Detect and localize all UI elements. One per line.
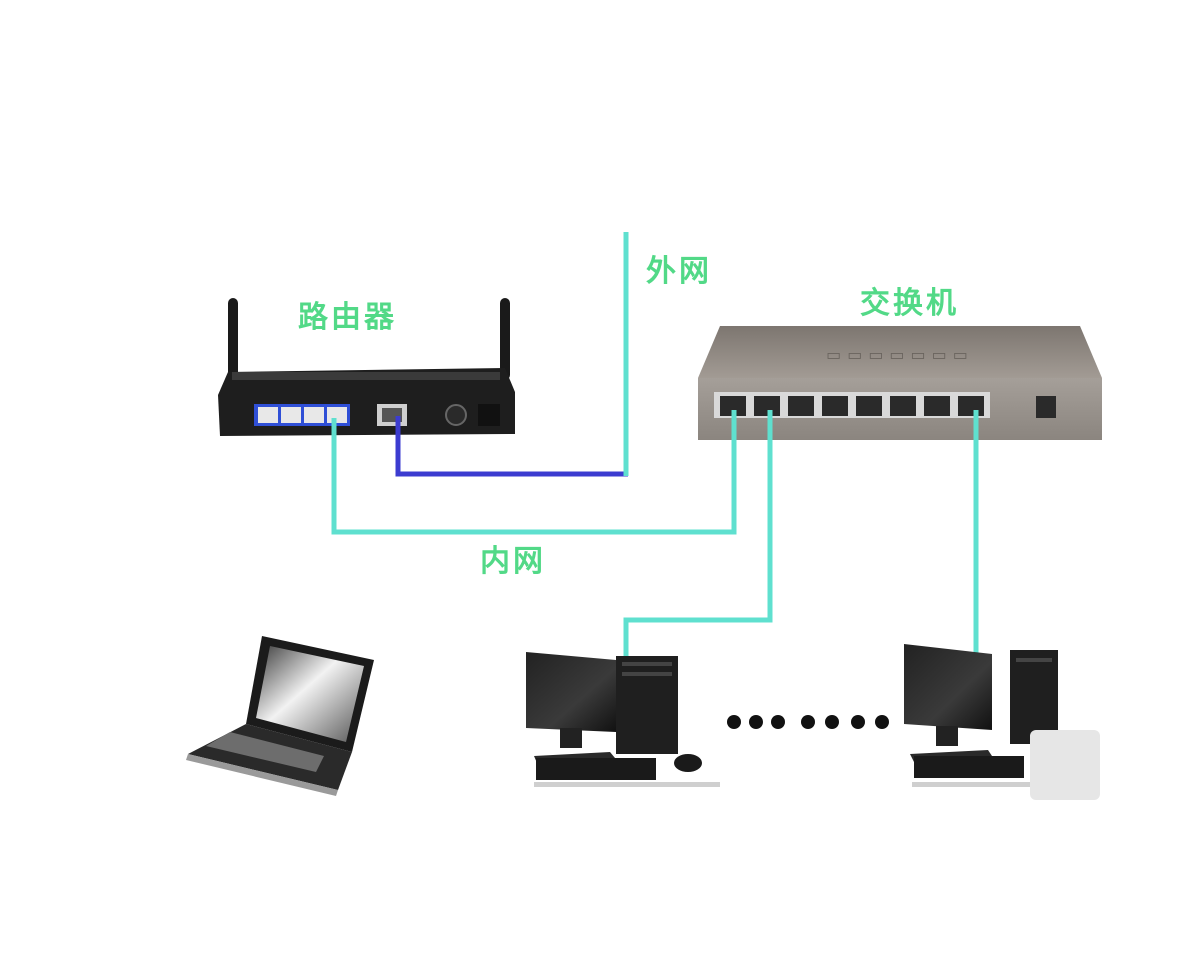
router-antenna-left [228, 298, 238, 380]
svg-text:▭▭▭▭▭▭▭: ▭▭▭▭▭▭▭ [826, 345, 974, 364]
switch-power-jack [1036, 396, 1056, 418]
switch-top [698, 326, 1102, 378]
wan-label: 外网 [646, 254, 712, 289]
router-icon [218, 298, 515, 436]
switch-label: 交换机 [860, 286, 959, 321]
laptop-screen [256, 646, 364, 742]
router-label: 路由器 [298, 300, 397, 335]
pc2-monitor [904, 644, 992, 730]
switch-icon: ▭▭▭▭▭▭▭ [698, 326, 1102, 440]
pc1-tower [616, 656, 678, 754]
blur-patch [1030, 730, 1100, 800]
pc1-keyboard [536, 758, 656, 780]
lan-cable-switch-pc1 [623, 410, 773, 690]
ellipsis-dots [727, 715, 889, 729]
laptop-keyboard [206, 732, 324, 772]
router-top-highlight [232, 372, 500, 380]
switch-ports [714, 392, 990, 418]
wan-cable [395, 416, 628, 477]
pc1-mouse [674, 754, 702, 772]
lan-cable-router-switch [331, 410, 737, 535]
lan-label: 内网 [480, 544, 546, 579]
desktop-computer-icon [904, 644, 1100, 800]
laptop-icon [186, 636, 374, 796]
pc1-monitor [526, 652, 616, 732]
router-power-jack [445, 404, 467, 426]
router-antenna-right [500, 298, 510, 380]
desktop-computer-icon [526, 652, 720, 787]
pc2-tower [1010, 650, 1058, 744]
pc2-keyboard [914, 756, 1024, 778]
